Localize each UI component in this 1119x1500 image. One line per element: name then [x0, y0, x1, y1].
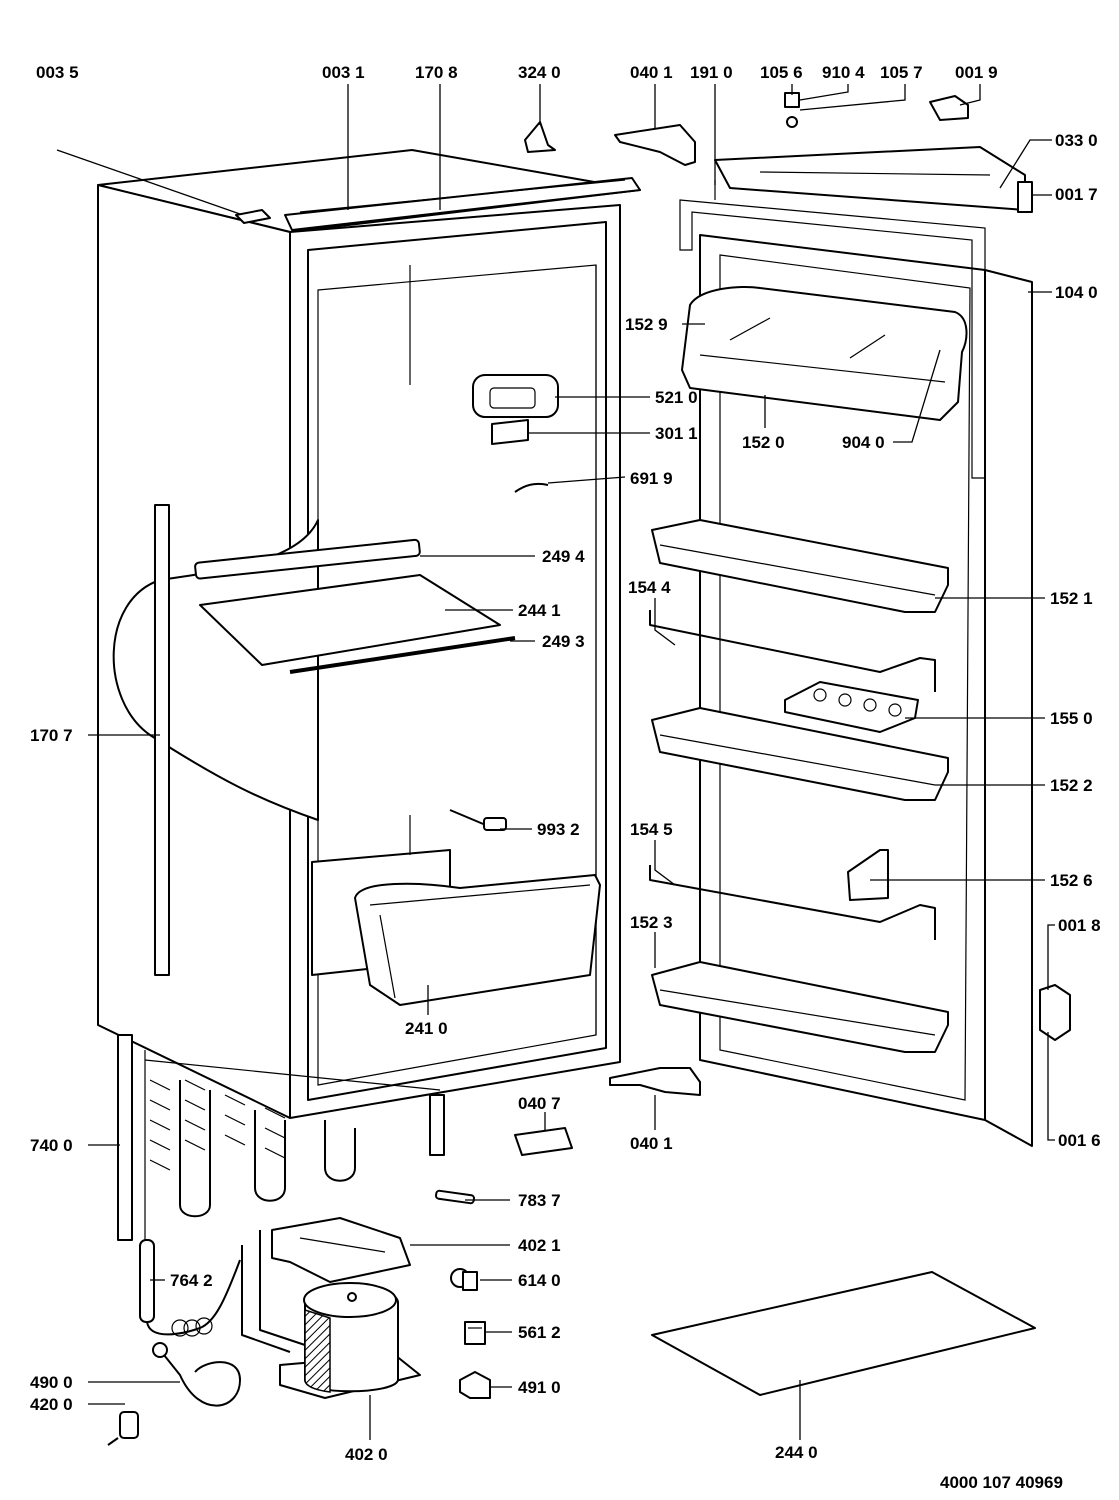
door-edge-bracket — [1017, 181, 1033, 213]
top-clip — [524, 121, 556, 153]
capillary-tube — [139, 1239, 241, 1337]
document-reference: 4000 107 40969 — [940, 1473, 1063, 1492]
sensor — [449, 809, 507, 831]
label-2440: 244 0 — [775, 1443, 818, 1462]
label-1707: 170 7 — [30, 726, 73, 745]
label-5210: 521 0 — [655, 388, 698, 407]
lower-hinge-cover — [1039, 984, 1071, 1041]
label-9932: 993 2 — [537, 820, 580, 839]
power-cable — [159, 1349, 241, 1407]
label-0330: 033 0 — [1055, 131, 1098, 150]
label-3240: 324 0 — [518, 63, 561, 82]
label-4020: 402 0 — [345, 1445, 388, 1464]
condenser — [117, 1034, 445, 1245]
label-0016: 001 6 — [1058, 1131, 1101, 1150]
compressor-tray — [271, 1217, 411, 1283]
label-0035: 003 5 — [36, 63, 79, 82]
crisper-drawer — [354, 874, 601, 1006]
label-2441: 244 1 — [518, 601, 561, 620]
label-1520: 152 0 — [742, 433, 785, 452]
label-1056: 105 6 — [760, 63, 803, 82]
label-1057: 105 7 — [880, 63, 923, 82]
label-7642: 764 2 — [170, 1271, 213, 1290]
thermostat — [472, 374, 559, 418]
label-1521: 152 1 — [1050, 589, 1093, 608]
bottle-divider — [847, 849, 889, 901]
label-1526: 152 6 — [1050, 871, 1093, 890]
relay — [450, 1268, 478, 1291]
top-hinge — [614, 124, 696, 166]
label-2494: 249 4 — [542, 547, 585, 566]
lamp-cable — [514, 482, 549, 493]
capacitor — [107, 1411, 139, 1446]
leader-lines — [56, 84, 1055, 1440]
door — [679, 180, 1033, 1147]
hinge-screw — [784, 92, 800, 128]
label-0401-top: 040 1 — [630, 63, 673, 82]
label-1529: 152 9 — [625, 315, 668, 334]
bottom-hinge — [609, 1067, 701, 1096]
label-9040: 904 0 — [842, 433, 885, 452]
label-1523: 152 3 — [630, 913, 673, 932]
label-4200: 420 0 — [30, 1395, 73, 1414]
rating-label — [491, 419, 529, 445]
label-1040: 104 0 — [1055, 283, 1098, 302]
label-9104: 910 4 — [822, 63, 865, 82]
label-7400: 740 0 — [30, 1136, 73, 1155]
label-4910: 491 0 — [518, 1378, 561, 1397]
label-2410: 241 0 — [405, 1019, 448, 1038]
bottle-retainer-1 — [649, 610, 936, 692]
cover-plate — [651, 1271, 1036, 1396]
door-shelf-3 — [651, 961, 949, 1053]
overload-protector — [464, 1321, 486, 1345]
label-1910: 191 0 — [690, 63, 733, 82]
label-0019: 001 9 — [955, 63, 998, 82]
label-4900: 490 0 — [30, 1373, 73, 1392]
label-3011: 301 1 — [655, 424, 698, 443]
compressor — [279, 1282, 421, 1399]
compressor-tube — [241, 1230, 306, 1353]
label-0401-bottom: 040 1 — [630, 1134, 673, 1153]
hinge-spacer — [514, 1127, 573, 1156]
hinge-cap — [929, 95, 969, 121]
label-5612: 561 2 — [518, 1323, 561, 1342]
door-shelf-2 — [651, 707, 949, 801]
label-1545: 154 5 — [630, 820, 673, 839]
label-2493: 249 3 — [542, 632, 585, 651]
label-0018: 001 8 — [1058, 916, 1101, 935]
drain-pin — [435, 1189, 475, 1205]
terminal-cover — [459, 1371, 491, 1399]
glass-shelf — [194, 538, 516, 674]
label-1544: 154 4 — [628, 578, 671, 597]
label-0407: 040 7 — [518, 1094, 561, 1113]
label-6140: 614 0 — [518, 1271, 561, 1290]
label-0017: 001 7 — [1055, 185, 1098, 204]
label-1708: 170 8 — [415, 63, 458, 82]
label-1550: 155 0 — [1050, 709, 1093, 728]
bottle-retainer-2 — [649, 865, 936, 940]
label-4021: 402 1 — [518, 1236, 561, 1255]
label-1522: 152 2 — [1050, 776, 1093, 795]
label-0031: 003 1 — [322, 63, 365, 82]
label-6919: 691 9 — [630, 469, 673, 488]
top-hinge-plate — [714, 146, 1026, 211]
label-7837: 783 7 — [518, 1191, 561, 1210]
dairy-compartment — [681, 285, 968, 421]
